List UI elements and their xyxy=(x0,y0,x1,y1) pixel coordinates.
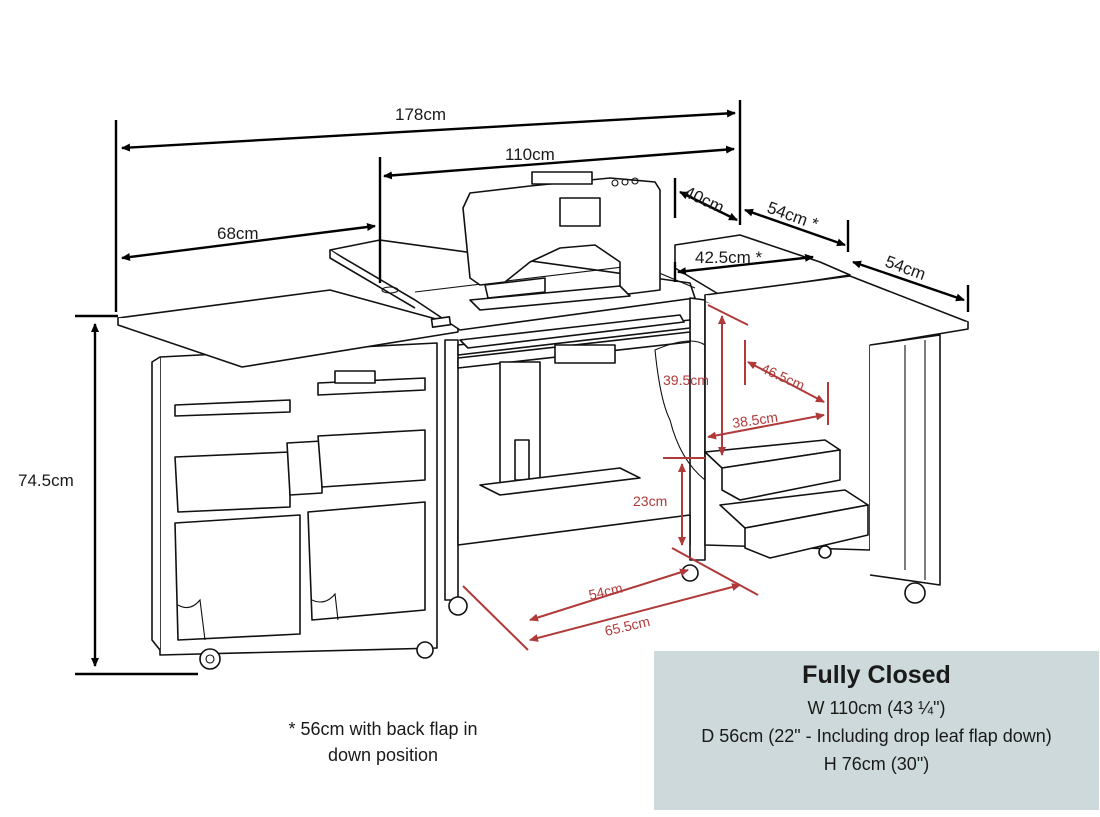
dim-line-right-top xyxy=(744,208,846,247)
dim-line-total-width xyxy=(121,109,736,152)
cabinet-illustration xyxy=(117,171,969,670)
dim-drawer-width: 38.5cm xyxy=(731,409,779,431)
sewing-machine xyxy=(462,171,661,311)
dim-line-leg-space-outer xyxy=(529,583,741,642)
dim-height: 74.5cm xyxy=(18,471,74,490)
dim-back-depth: 40cm xyxy=(681,182,727,217)
footnote: * 56cm with back flap in down position xyxy=(258,716,508,768)
dim-right-top: 54cm * xyxy=(765,198,822,234)
fully-closed-title: Fully Closed xyxy=(802,661,951,689)
dim-line-drawer-width xyxy=(707,412,825,440)
dim-leg-space-inner: 54cm xyxy=(587,580,624,603)
closed-height: H 76cm (30") xyxy=(823,754,930,774)
dim-center-width: 110cm xyxy=(505,145,555,164)
dim-line-center-width xyxy=(383,145,735,180)
dim-cavity-height: 39.5cm xyxy=(663,372,709,388)
dim-line-drawer-depth xyxy=(747,361,825,403)
dim-line-left-leaf xyxy=(121,223,376,261)
dim-left-leaf: 68cm xyxy=(217,224,259,243)
dim-line-right-leaf xyxy=(852,260,965,302)
footnote-line-2: down position xyxy=(327,745,439,765)
dim-leg-space-outer: 65.5cm xyxy=(603,613,651,639)
fully-closed-panel: Fully Closed W 110cm (43 ¼") D 56cm (22"… xyxy=(654,651,1099,810)
dim-shelf-height: 23cm xyxy=(633,493,667,509)
dim-total-width: 178cm xyxy=(395,105,446,124)
footnote-line-1: * 56cm with back flap in xyxy=(288,719,478,739)
dim-right-inner: 42.5cm * xyxy=(695,248,762,267)
closed-width: W 110cm (43 ¼") xyxy=(807,698,946,718)
closed-depth: D 56cm (22" - Including drop leaf flap d… xyxy=(701,726,1052,746)
dim-line-back-depth xyxy=(679,190,738,222)
dim-line-right-inner xyxy=(677,253,814,276)
